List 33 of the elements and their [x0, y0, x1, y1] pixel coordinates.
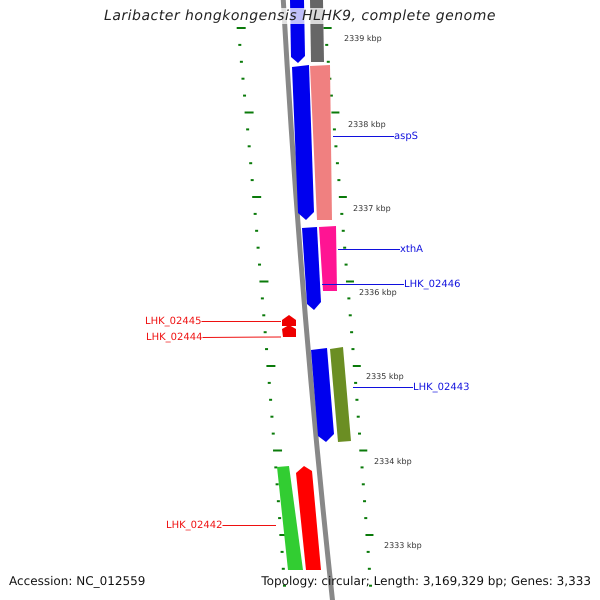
- leader-line: [332, 136, 394, 137]
- tick-label: 2338 kbp: [348, 120, 386, 129]
- gene-label: aspS: [394, 131, 418, 142]
- tick-label: 2333 kbp: [384, 541, 422, 550]
- tick-label: 2339 kbp: [344, 34, 382, 43]
- gene-label: xthA: [400, 244, 424, 255]
- gene-label: LHK_02444: [146, 332, 202, 343]
- leader-line: [202, 336, 282, 338]
- gene-bar: [309, 65, 333, 221]
- tick-label: 2337 kbp: [353, 204, 391, 213]
- gene-label: LHK_02446: [404, 279, 460, 290]
- gene-bar: [292, 65, 315, 221]
- tick-label: 2334 kbp: [374, 457, 412, 466]
- gene-label: LHK_02442: [166, 520, 222, 531]
- gene-bar: [276, 465, 305, 571]
- gene-bar: [301, 227, 322, 311]
- leader-line: [352, 387, 414, 388]
- gene-label: LHK_02443: [413, 382, 470, 393]
- footer-text: Topology: circular; Length: 3,169,329 bp; Genes: 3,333: [261, 574, 591, 588]
- footer-text: Accession: NC_012559: [9, 574, 146, 588]
- gene-bar: [329, 347, 353, 443]
- tick-label: 2335 kbp: [366, 372, 404, 381]
- gene-bar: [281, 315, 298, 327]
- leader-line: [338, 249, 400, 250]
- gene-bar: [281, 325, 298, 338]
- gene-bar: [318, 226, 338, 292]
- leader-line: [222, 525, 276, 526]
- gene-bar: [311, 348, 335, 443]
- leader-line: [322, 284, 404, 285]
- leader-line: [200, 321, 282, 322]
- tick-label: 2336 kbp: [359, 288, 397, 297]
- gene-bar: [296, 466, 322, 571]
- gene-label: LHK_02445: [145, 316, 202, 327]
